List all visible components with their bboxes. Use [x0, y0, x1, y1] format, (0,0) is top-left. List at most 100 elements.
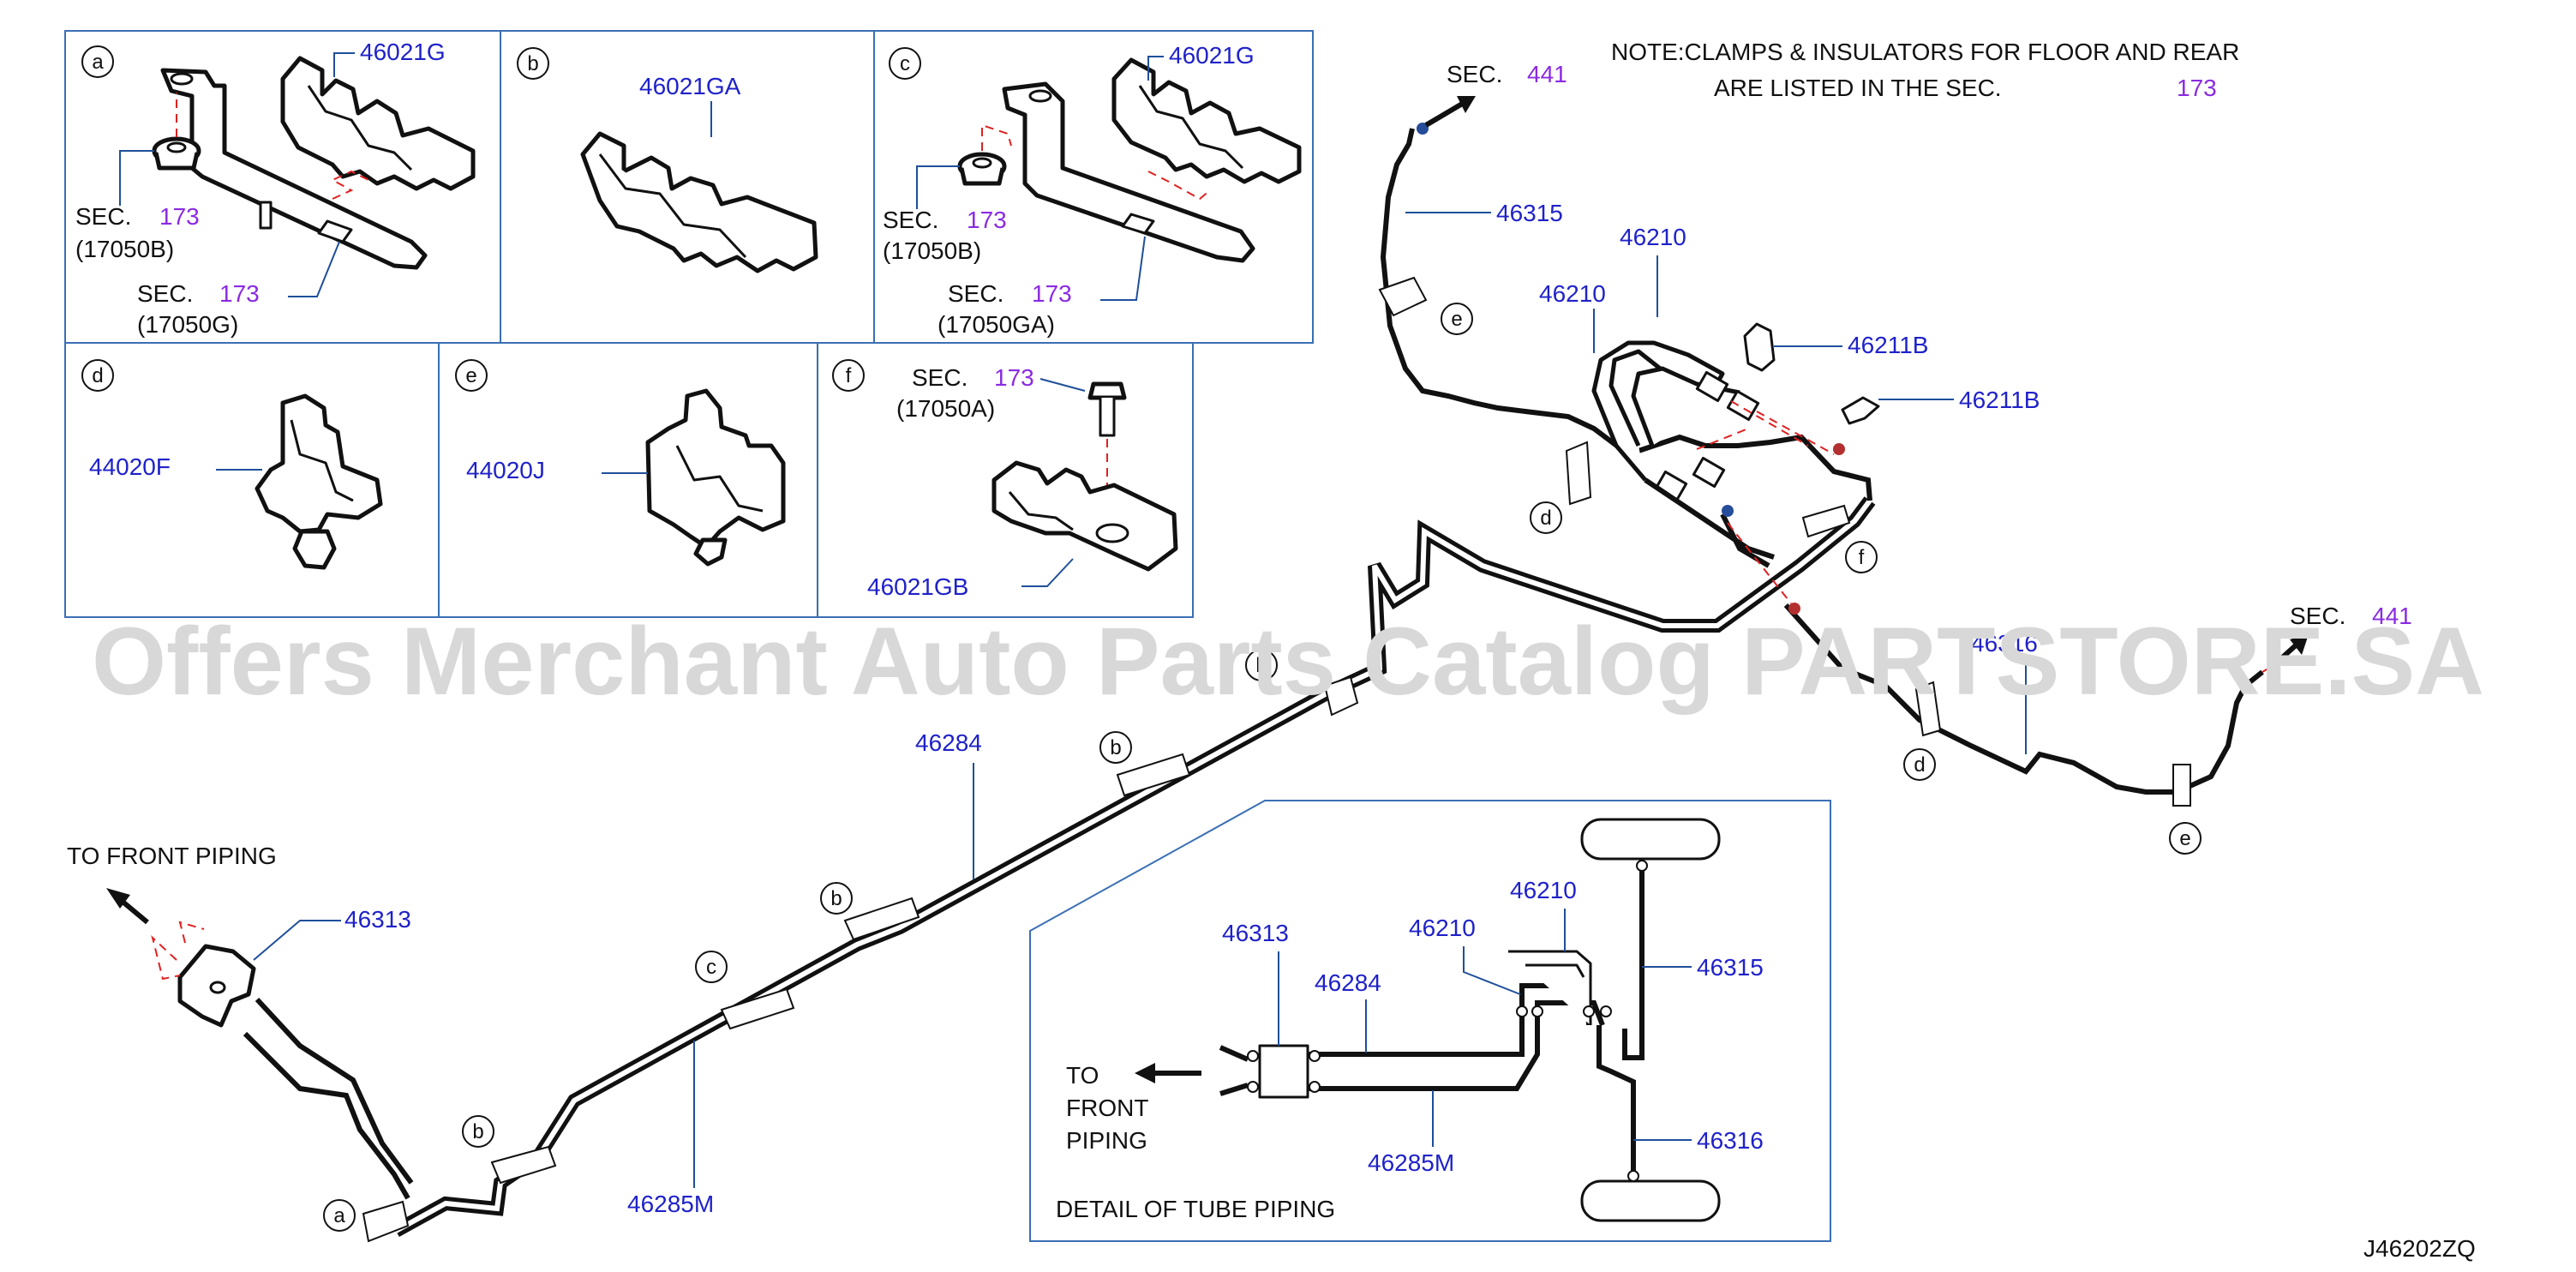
clip-46211B-1	[1743, 322, 1776, 372]
panel-f-bolt-shank	[1099, 398, 1116, 437]
detail-arrow-head	[1135, 1063, 1155, 1083]
callout-circle-b-2	[820, 882, 853, 915]
detail-leader-46210-a	[1463, 946, 1521, 995]
panel-d-letter-circle	[81, 359, 114, 392]
detail-label-46315: 46315	[1697, 954, 1764, 981]
detail-joint-3	[1583, 1005, 1595, 1017]
panel-a-part-leader	[333, 52, 355, 77]
panel-e-letter-circle	[455, 359, 488, 392]
label-46313: 46313	[344, 906, 411, 933]
detail-tube-46284	[1308, 983, 1591, 1057]
detail-conn-joint-3	[1309, 1050, 1321, 1062]
sec441-right-arrow-shaft	[2277, 642, 2299, 663]
detail-tube-46316	[1597, 1025, 1636, 1174]
panel-f-clamp-ribs	[1008, 491, 1074, 531]
panel-f-part-label: 46021GB	[867, 573, 968, 600]
watermark: Offers Merchant Auto Parts Catalog PARTS…	[92, 608, 2484, 715]
u-tube-fitting-3	[1695, 370, 1729, 403]
detail-conn-joint-2	[1247, 1081, 1259, 1093]
panel-e-clip	[645, 388, 786, 549]
panel-c-clip-ribs	[1138, 85, 1244, 170]
panel-c-grommet-hole	[972, 157, 992, 169]
panel-e-letter: e	[465, 364, 476, 387]
u-tube-joint-1	[1722, 505, 1734, 517]
u-tube-dashed-2	[1756, 411, 1835, 455]
u-tube-lead-a	[1644, 477, 1775, 560]
label-46284: 46284	[915, 729, 982, 756]
panel-c-clip	[1111, 57, 1302, 184]
front-dashed-b	[178, 921, 205, 944]
panel-c-letter-circle	[889, 47, 921, 80]
label-46211B-b: 46211B	[1959, 387, 2040, 413]
panel-a-sec-bot-leader	[288, 241, 340, 297]
detail-tube-46315	[1622, 864, 1644, 1060]
to-front-piping-label: TO FRONT PIPING	[67, 843, 277, 869]
u-tube-46210-inner	[1631, 366, 1740, 447]
callout-circle-b-1	[462, 1115, 494, 1148]
panel-c-sec-top-code: (17050B)	[883, 237, 981, 264]
sec441-right-num: 441	[2372, 603, 2412, 629]
callout-d-2: d	[1914, 753, 1925, 777]
label-46285M: 46285M	[627, 1191, 714, 1217]
note-line-2: ARE LISTED IN THE SEC.	[1714, 75, 2002, 101]
note-line-1: NOTE:CLAMPS & INSULATORS FOR FLOOR AND R…	[1611, 39, 2239, 65]
panel-a-grommet-hole	[166, 141, 187, 153]
u-tube-joint-3	[1833, 443, 1845, 455]
panel-c-letter: c	[900, 52, 910, 75]
front-connector-hole	[209, 981, 226, 994]
tube-46316-end-dashed	[2261, 661, 2280, 673]
panel-b-part-label: 46021GA	[639, 73, 741, 99]
callout-circle-b-3	[1099, 731, 1132, 764]
panel-f-clamp-hole	[1095, 523, 1129, 543]
panel-c-sec-bot-code: (17050GA)	[938, 311, 1055, 338]
note-block: NOTE:CLAMPS & INSULATORS FOR FLOOR AND R…	[1611, 39, 2239, 101]
detail-label-46210-b: 46210	[1510, 877, 1577, 903]
panel-a-bracket	[160, 68, 428, 270]
callout-b-4: b	[1255, 654, 1267, 677]
diagram-code: J46202ZQ	[2363, 1235, 2476, 1262]
panel-d-clip-foot	[292, 529, 337, 570]
label-46211B-a: 46211B	[1848, 332, 1928, 358]
callout-d-1: d	[1540, 507, 1551, 530]
panel-c-bracket-slot	[1121, 213, 1155, 235]
panel-b-letter: b	[527, 52, 538, 75]
clamp-tag-e-2	[2172, 764, 2191, 807]
panel-a-sec-bot-num: 173	[219, 280, 260, 307]
detail-front-stub-2	[1219, 1083, 1249, 1096]
panel-c-dashed-2	[1147, 171, 1211, 201]
label-46210-a: 46210	[1620, 224, 1686, 250]
detail-joint-6	[1627, 1170, 1639, 1182]
panel-c-sec-top: SEC.	[883, 207, 938, 233]
panel-a-bracket-hole	[170, 72, 194, 86]
panel-c-sec-bot: SEC.	[948, 280, 1003, 307]
panel-a-sec-top-leader	[119, 150, 154, 206]
panel-b-letter-circle	[517, 47, 549, 80]
callout-circle-d-1	[1530, 501, 1562, 534]
panel-e: e 44020J	[455, 359, 786, 567]
front-tube-1	[243, 1031, 410, 1200]
panel-a-clip	[280, 56, 476, 191]
detail-conn-joint-4	[1309, 1081, 1321, 1093]
panel-f-sec: SEC.	[912, 364, 967, 391]
panel-c-part-leader	[1147, 56, 1164, 81]
clamp-tag-b-1	[490, 1145, 557, 1185]
tube-46315-joint	[1417, 123, 1429, 135]
tube-46315	[1380, 128, 1872, 501]
clamp-tag-f	[1801, 504, 1851, 538]
panel-a-grommet-body	[153, 152, 200, 171]
clamp-callouts: a b c b b b e d f d e	[323, 303, 2202, 1232]
label-46210-b: 46210	[1539, 280, 1606, 307]
callout-e-2: e	[2179, 827, 2190, 850]
sec441-top-arrow-head	[1457, 96, 1476, 113]
detail-wheel-bottom	[1580, 1179, 1721, 1222]
clamp-tag-b-2	[843, 897, 920, 941]
clamp-tag-d-2	[1914, 681, 1942, 737]
callout-circle-e-2	[2169, 822, 2202, 855]
panel-f-part-leader	[1021, 558, 1074, 587]
panel-c-sec-bot-leader	[1100, 236, 1146, 301]
detail-connector	[1258, 1044, 1309, 1099]
label-46315: 46315	[1496, 200, 1563, 226]
callout-f: f	[1859, 546, 1865, 569]
front-dashed-a	[151, 934, 181, 981]
